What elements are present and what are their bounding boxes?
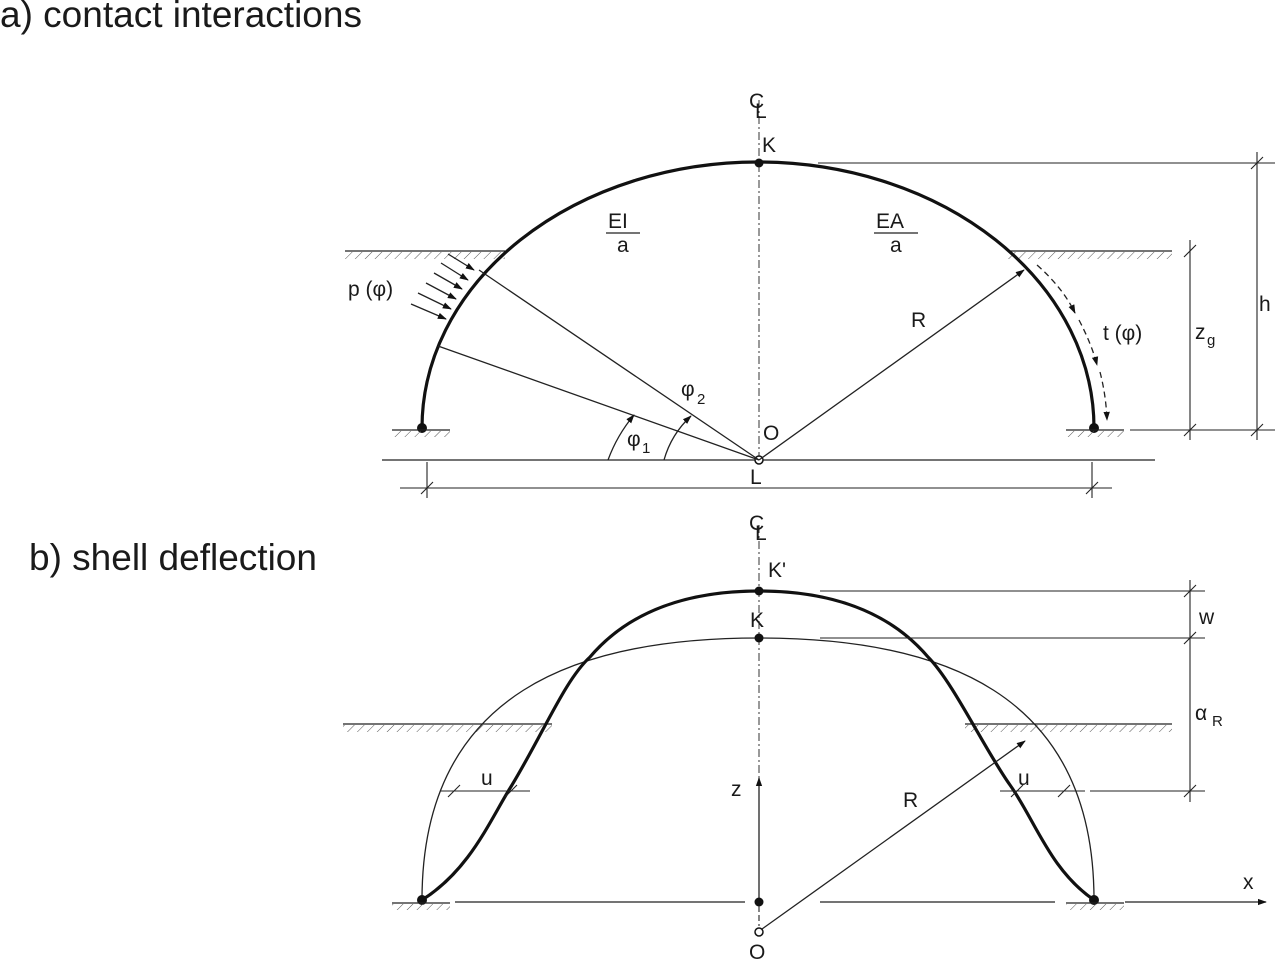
axial-stiffness: EA a [874, 210, 918, 257]
height-dimension [818, 152, 1275, 440]
origin-label-b: O [749, 941, 765, 962]
svg-text:a: a [890, 234, 902, 257]
svg-text:EA: EA [876, 210, 904, 233]
radial-phi2 [478, 269, 760, 461]
pressure-label: p (φ) [348, 278, 393, 301]
origin-point-b [754, 927, 764, 937]
centerline-label-b: C [749, 512, 764, 535]
cover-sub: g [1207, 332, 1215, 349]
w-label: w [1198, 606, 1215, 629]
support-right-a [1066, 423, 1124, 437]
span-dimension [400, 462, 1112, 498]
angle2-label: φ [681, 378, 695, 401]
centerline-sub-b: L [755, 522, 767, 545]
crown-label-a: K [762, 134, 776, 157]
centerline-sub-a: L [755, 100, 767, 123]
shell-arch-a [420, 160, 1096, 429]
radius-label-a: R [911, 309, 926, 332]
radius-arrow-a [758, 269, 1025, 461]
svg-text:EI: EI [608, 210, 628, 233]
crown-deformed-point [754, 586, 764, 596]
panel-a-title: a) contact interactions [0, 0, 362, 35]
ground-right-a [1008, 250, 1172, 259]
traction-label: t (φ) [1103, 322, 1142, 345]
ground-left-a [345, 250, 505, 259]
angle2-sub: 2 [697, 391, 705, 408]
rise-label: α [1195, 702, 1207, 725]
x-axis-label: x [1243, 871, 1254, 894]
crown-point-b [754, 633, 764, 643]
radius-label-b: R [903, 789, 918, 812]
angle1-label: φ [627, 428, 641, 451]
panel-b: b) shell deflection C L K' K z x [29, 512, 1267, 962]
support-left-a [392, 423, 450, 437]
angle1-sub: 1 [642, 440, 650, 457]
support-right-b [1066, 895, 1124, 910]
z-axis-label: z [731, 778, 742, 801]
cover-label: z [1195, 321, 1206, 344]
bending-stiffness: EI a [606, 210, 640, 257]
angle-arc-phi1 [607, 414, 635, 461]
displacement-dimension-right [1000, 784, 1085, 798]
panel-b-title: b) shell deflection [29, 537, 317, 578]
radial-phi1 [437, 345, 760, 461]
deflection-dimensions [820, 580, 1205, 802]
crown-label-b: K [750, 609, 764, 632]
crown-point-a [754, 158, 764, 168]
svg-text:a: a [617, 234, 629, 257]
centerline-label-a: C [749, 90, 764, 113]
crown-deformed-label: K' [768, 559, 786, 582]
origin-label-a: O [763, 422, 779, 445]
span-label: L [750, 466, 762, 489]
height-label: h [1259, 293, 1271, 316]
radius-arrow-b [761, 740, 1026, 930]
u-right-label: u [1018, 767, 1030, 790]
displacement-dimension-left [440, 784, 530, 798]
angle-arc-phi2 [663, 415, 692, 461]
ground-right-b [965, 723, 1172, 732]
base-center-point [754, 897, 764, 907]
support-left-b [392, 895, 450, 910]
ground-left-b [343, 723, 552, 732]
u-left-label: u [481, 767, 493, 790]
traction-arrows [1036, 264, 1110, 421]
panel-a: a) contact interactions C L K EI a EA a [0, 0, 1275, 498]
pressure-arrows [410, 253, 475, 320]
cover-dimension [1183, 240, 1197, 440]
rise-sub: R [1212, 713, 1223, 730]
